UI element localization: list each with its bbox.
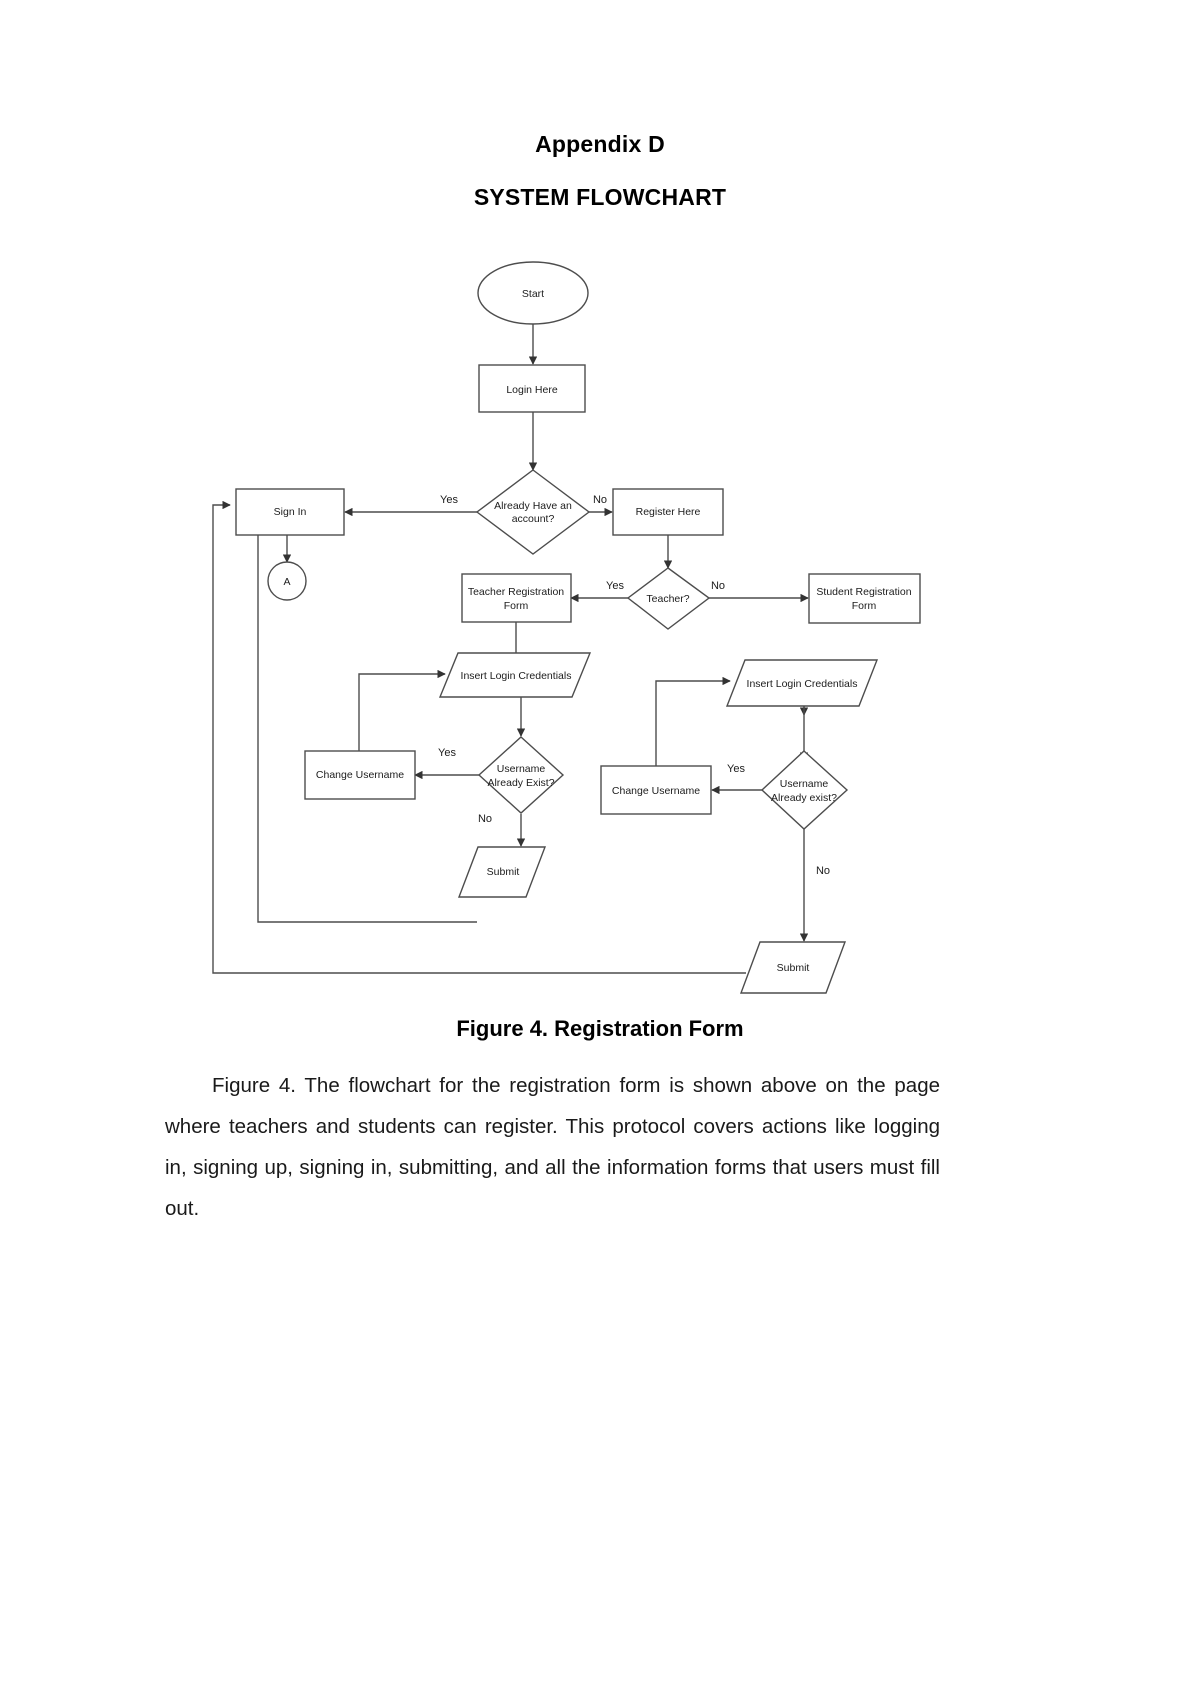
node-student-registration-form-label-line2: Form <box>852 600 877 612</box>
node-insert-login-credentials-student-label: Insert Login Credentials <box>747 678 858 690</box>
node-already-have-account[interactable]: Already Have an account? <box>475 469 591 555</box>
edge-submit-student-to-signin <box>212 500 746 974</box>
node-username-exists-teacher-label-line1: Username <box>497 763 546 775</box>
node-username-exists-student[interactable]: Username Already exist? <box>760 750 849 830</box>
node-student-registration-form[interactable]: Student Registration Form <box>808 573 921 624</box>
node-username-exists-teacher-label-line2: Already Exist? <box>487 777 554 789</box>
node-change-username-teacher[interactable]: Change Username <box>304 750 416 800</box>
node-already-have-account-label-line2: account? <box>512 513 555 525</box>
edge-label-yes-username-student: Yes <box>727 763 745 775</box>
node-insert-login-credentials-teacher[interactable]: Insert Login Credentials <box>438 652 592 698</box>
node-student-registration-form-label-line1: Student Registration <box>816 586 911 598</box>
edge-change-username-back-student <box>655 676 731 766</box>
node-teacher-registration-form-label-line2: Form <box>504 600 529 612</box>
node-start[interactable]: Start <box>477 261 589 325</box>
node-teacher-decision[interactable]: Teacher? <box>626 567 711 630</box>
node-already-have-account-label-line1: Already Have an <box>494 500 572 512</box>
node-connector-a-label: A <box>283 576 290 588</box>
edge-label-no-teacher: No <box>711 580 725 592</box>
node-username-exists-student-label-line2: Already exist? <box>771 792 837 804</box>
body-paragraph: Figure 4. The flowchart for the registra… <box>165 1065 940 1229</box>
node-submit-teacher-label: Submit <box>487 866 520 878</box>
node-submit-student-label: Submit <box>777 962 810 974</box>
node-insert-login-credentials-teacher-label: Insert Login Credentials <box>461 670 572 682</box>
node-sign-in-label: Sign In <box>274 506 307 518</box>
edge-label-yes-teacher: Yes <box>606 580 624 592</box>
node-login-here[interactable]: Login Here <box>478 364 586 413</box>
edge-label-no-username-student: No <box>816 865 830 877</box>
node-register-here[interactable]: Register Here <box>612 488 724 536</box>
edge-label-yes-username-teacher: Yes <box>438 747 456 759</box>
node-username-exists-student-label-line1: Username <box>780 778 829 790</box>
node-change-username-student[interactable]: Change Username <box>600 765 712 815</box>
node-insert-login-credentials-student[interactable]: Insert Login Credentials <box>725 659 879 707</box>
edge-label-no-username-teacher: No <box>478 813 492 825</box>
edge-change-username-back-teacher <box>358 669 446 751</box>
edge-label-no-account: No <box>593 494 607 506</box>
node-teacher-registration-form[interactable]: Teacher Registration Form <box>461 573 572 623</box>
section-title: SYSTEM FLOWCHART <box>473 184 727 210</box>
page-title: Appendix D <box>535 131 665 157</box>
node-start-label: Start <box>522 288 544 300</box>
body-paragraph-text: Figure 4. The flowchart for the registra… <box>165 1074 940 1220</box>
node-sign-in[interactable]: Sign In <box>235 488 345 536</box>
node-register-here-label: Register Here <box>636 506 701 518</box>
node-teacher-decision-label: Teacher? <box>646 593 689 605</box>
node-submit-student[interactable]: Submit <box>739 941 847 994</box>
node-change-username-teacher-label: Change Username <box>316 769 404 781</box>
node-connector-a[interactable]: A <box>267 561 307 601</box>
node-submit-teacher[interactable]: Submit <box>457 846 547 898</box>
node-login-here-label: Login Here <box>506 384 558 396</box>
figure-caption: Figure 4. Registration Form <box>456 1016 744 1041</box>
node-username-exists-teacher[interactable]: Username Already Exist? <box>477 736 565 814</box>
edge-label-yes-account: Yes <box>440 494 458 506</box>
node-change-username-student-label: Change Username <box>612 785 700 797</box>
node-teacher-registration-form-label-line1: Teacher Registration <box>468 586 564 598</box>
